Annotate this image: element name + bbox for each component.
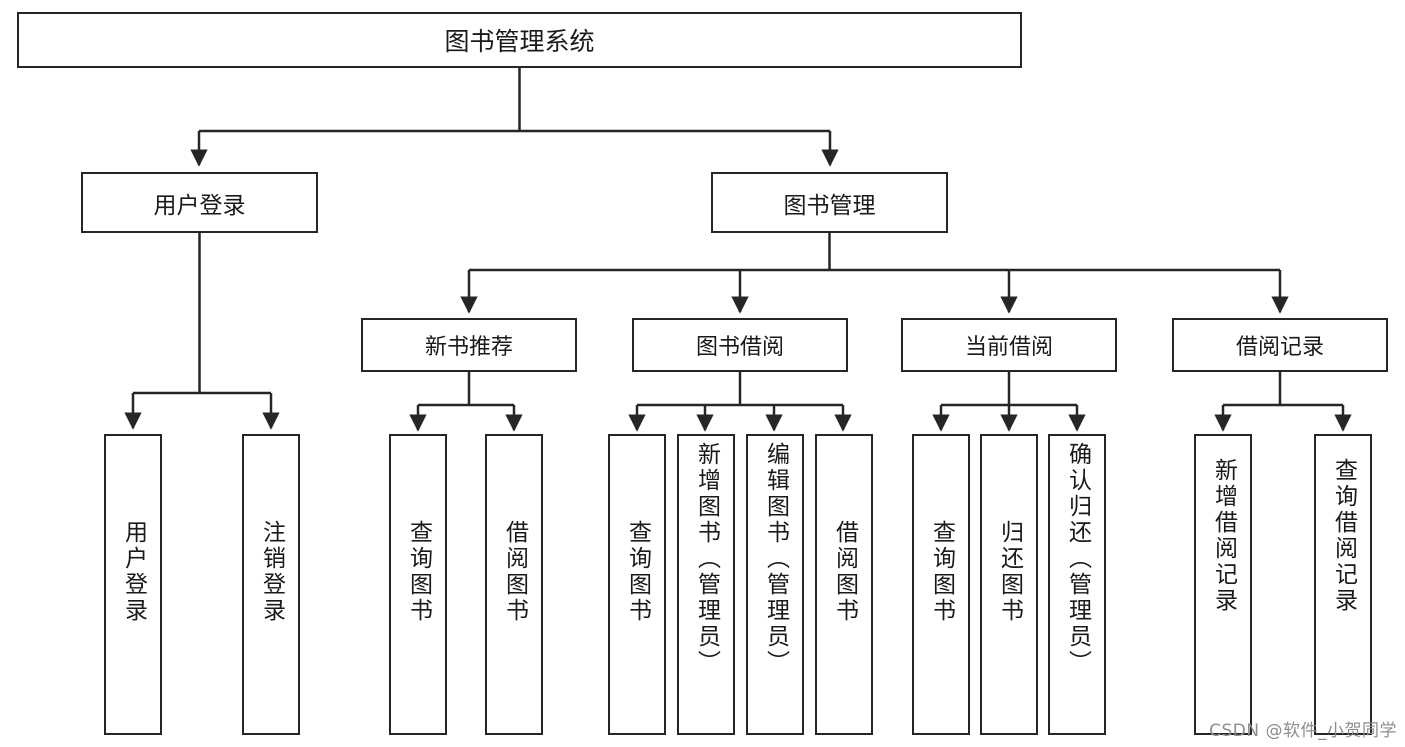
node-label: 确认归还（管理员）	[1064, 442, 1091, 676]
leaf-return-book[interactable]: 归还图书	[980, 434, 1038, 735]
node-book-management[interactable]: 图书管理	[711, 172, 948, 233]
leaf-confirm-return-admin[interactable]: 确认归还（管理员）	[1048, 434, 1106, 735]
node-user-login[interactable]: 用户登录	[81, 172, 318, 233]
node-label: 查询图书	[928, 520, 955, 624]
leaf-edit-book-admin[interactable]: 编辑图书（管理员）	[746, 434, 804, 735]
node-root-system[interactable]: 图书管理系统	[17, 12, 1022, 68]
leaf-user-logout[interactable]: 注销登录	[242, 434, 300, 735]
leaf-borrow-book-new[interactable]: 借阅图书	[485, 434, 543, 735]
node-book-borrow[interactable]: 图书借阅	[632, 318, 848, 372]
node-label: 图书管理	[783, 192, 876, 219]
watermark-text: CSDN @软件_小贺同学	[1209, 721, 1397, 741]
node-label: 借阅图书	[831, 520, 858, 624]
node-label: 新增图书（管理员）	[693, 442, 720, 676]
leaf-query-borrow-record[interactable]: 查询借阅记录	[1314, 434, 1372, 735]
leaf-add-book-admin[interactable]: 新增图书（管理员）	[677, 434, 735, 735]
node-label: 借阅图书	[501, 520, 528, 624]
node-label: 查询图书	[405, 520, 432, 624]
node-label: 新书推荐	[424, 335, 513, 360]
node-current-borrow[interactable]: 当前借阅	[901, 318, 1117, 372]
leaf-add-borrow-record[interactable]: 新增借阅记录	[1194, 434, 1252, 735]
node-label: 查询图书	[624, 520, 651, 624]
leaf-query-book-borrow[interactable]: 查询图书	[608, 434, 666, 735]
node-label: 归还图书	[996, 520, 1023, 624]
node-label: 查询借阅记录	[1330, 458, 1357, 614]
node-label: 借阅记录	[1235, 335, 1324, 360]
node-label: 新增借阅记录	[1210, 458, 1237, 614]
node-label: 编辑图书（管理员）	[762, 442, 789, 676]
leaf-user-login[interactable]: 用户登录	[104, 434, 162, 735]
node-label: 图书管理系统	[444, 27, 595, 56]
node-label: 图书借阅	[695, 335, 784, 360]
node-label: 用户登录	[120, 520, 147, 624]
leaf-borrow-book[interactable]: 借阅图书	[815, 434, 873, 735]
node-label: 注销登录	[258, 520, 285, 624]
node-borrow-record[interactable]: 借阅记录	[1172, 318, 1388, 372]
node-label: 当前借阅	[964, 335, 1053, 360]
leaf-query-book-new[interactable]: 查询图书	[389, 434, 447, 735]
node-label: 用户登录	[153, 192, 246, 219]
leaf-query-book-current[interactable]: 查询图书	[912, 434, 970, 735]
node-new-book-recommend[interactable]: 新书推荐	[361, 318, 577, 372]
